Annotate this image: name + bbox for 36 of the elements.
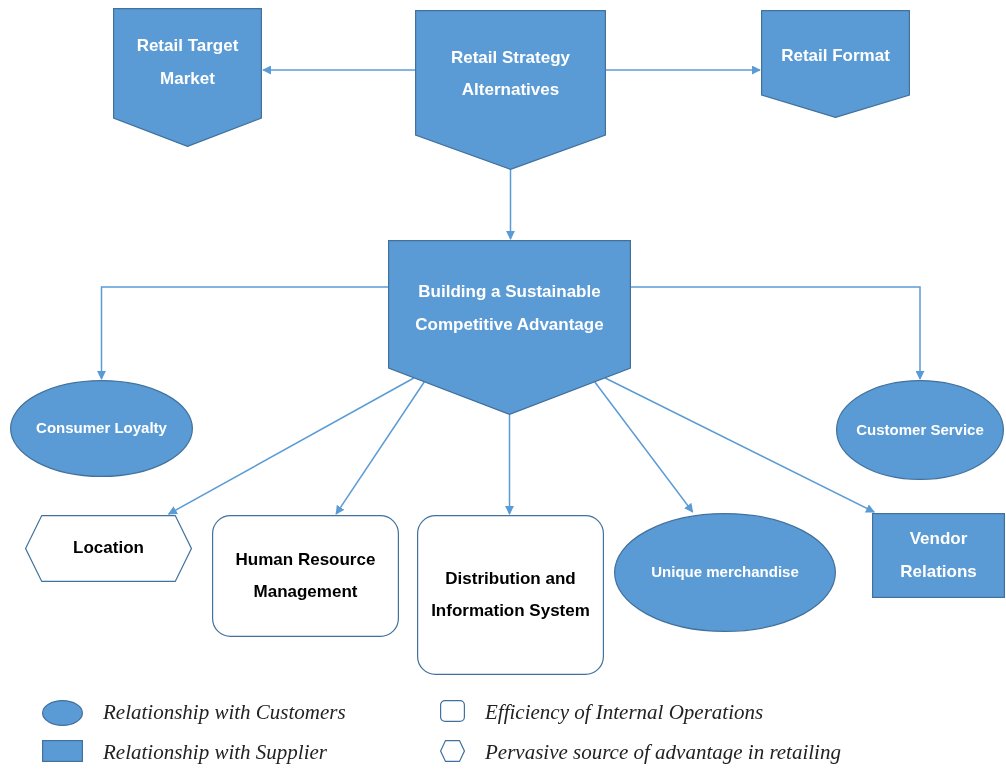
node-label: Retail Target Market [135, 35, 240, 90]
node-label: Retail Format [781, 44, 890, 67]
node-label: Building a Sustainable Competitive Advantage [414, 281, 605, 336]
pentagon-shape [113, 8, 262, 147]
arrow [167, 377, 415, 515]
node-label: Human Resource Management [234, 548, 377, 603]
arrow [604, 377, 875, 513]
legend-text: Pervasive source of advantage in retailing [485, 739, 841, 766]
node-label: Customer Service [856, 419, 984, 440]
node-label: Location [73, 537, 144, 560]
node-label: Consumer Loyalty [36, 418, 167, 439]
hexagon-shape [25, 515, 192, 582]
ellipse-shape [614, 513, 836, 632]
node-label: Retail Strategy Alternatives [449, 46, 571, 101]
rounded-box [212, 515, 399, 637]
legend-text: Efficiency of Internal Operations [485, 699, 764, 726]
arrow [262, 65, 416, 75]
process-box [872, 513, 1005, 598]
pentagon-shape [761, 10, 910, 118]
arrow [97, 286, 389, 380]
ellipse-shape [836, 380, 1004, 480]
node-label: Distribution and Information System [430, 567, 591, 622]
ellipse-shape [10, 380, 193, 477]
node-label: Unique merchandise [651, 562, 799, 583]
arrow [506, 169, 515, 240]
pentagon-shape [415, 10, 606, 170]
pentagon-shape [388, 240, 631, 415]
arrow [630, 286, 925, 380]
arrow [605, 65, 761, 75]
legend-text: Relationship with Supplier [103, 739, 327, 766]
arrow [594, 381, 694, 513]
rounded-box [417, 515, 604, 675]
arrow [505, 414, 514, 515]
legend-text: Relationship with Customers [103, 699, 346, 726]
arrow [335, 381, 425, 515]
node-label: Vendor Relations [899, 528, 978, 583]
